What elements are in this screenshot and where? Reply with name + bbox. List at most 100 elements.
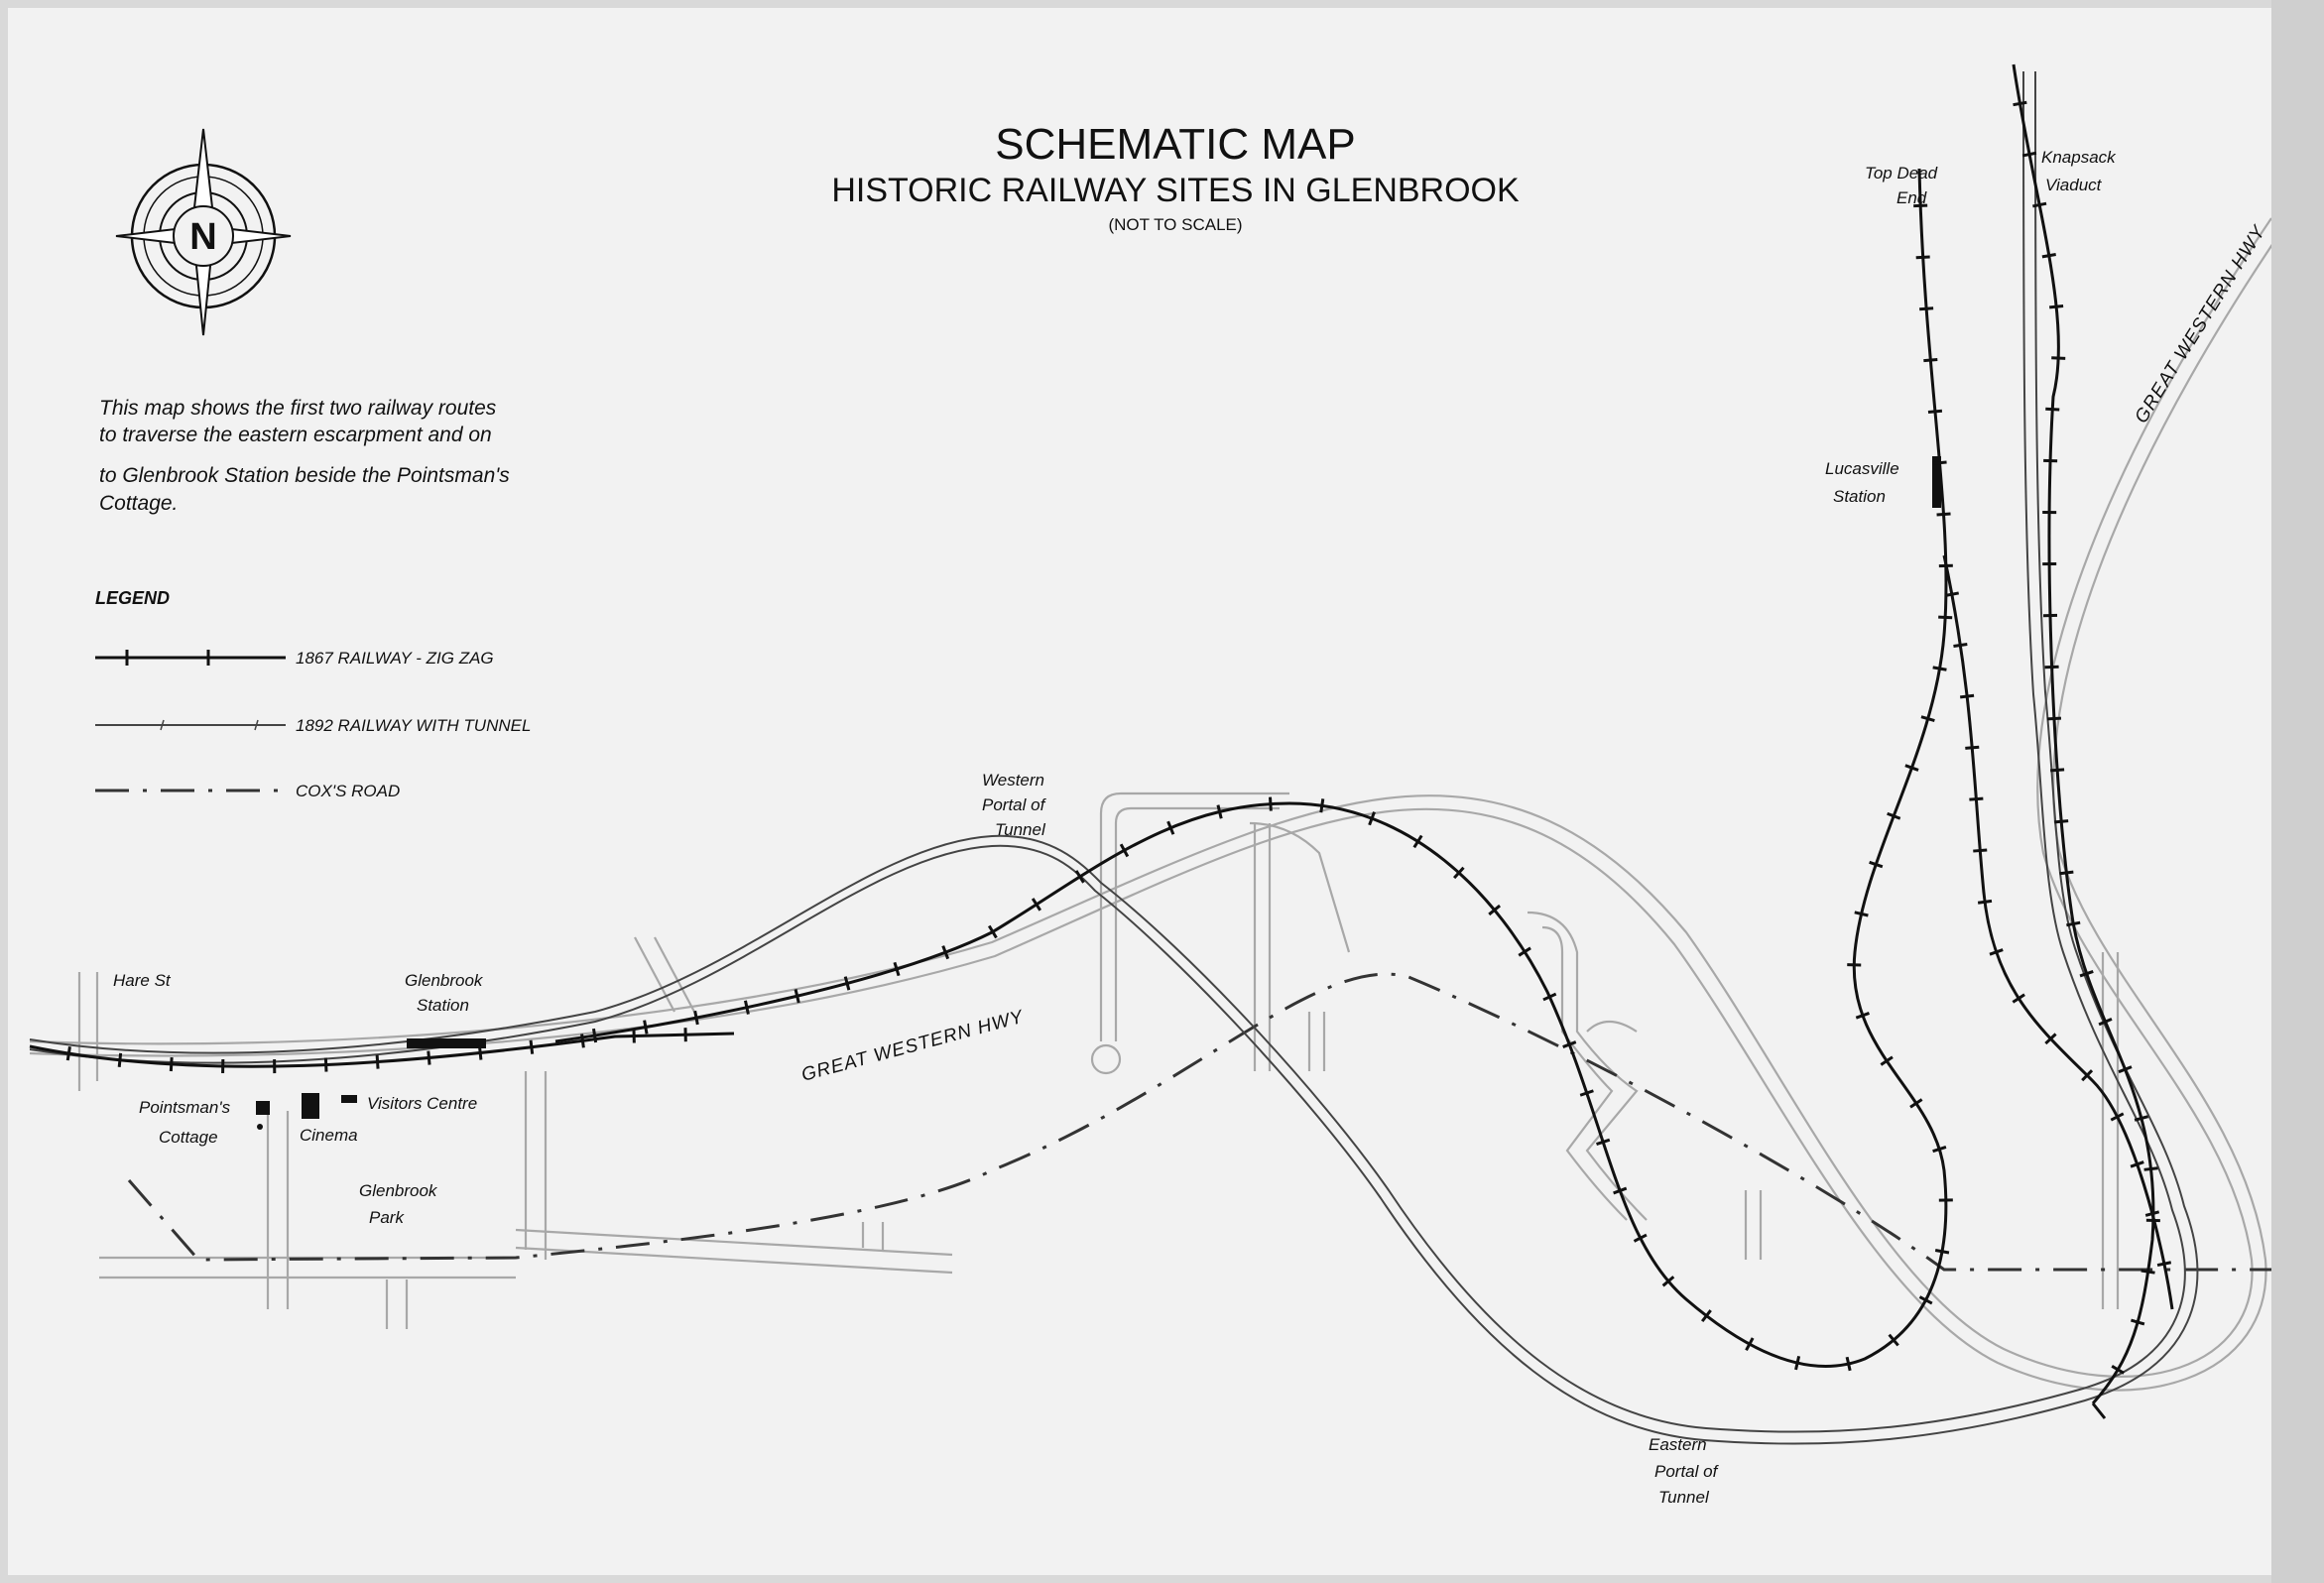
label-hare-st: Hare St	[113, 971, 172, 990]
rail-tie	[1488, 904, 1502, 916]
rail-tie	[1700, 1309, 1712, 1323]
intro-line: Cottage.	[99, 492, 178, 515]
rail-tie	[2054, 819, 2069, 824]
scale-note: (NOT TO SCALE)	[1108, 215, 1242, 234]
rail-tie	[1913, 203, 1928, 208]
compass-letter: N	[189, 216, 216, 258]
rail-tie	[1216, 804, 1223, 819]
rail-tie	[1633, 1233, 1648, 1243]
rail-tie	[2032, 201, 2047, 208]
rail-tie	[1888, 1333, 1899, 1347]
label-eastern-portal: Eastern	[1649, 1435, 1707, 1454]
label-knapsack-viaduct: Knapsack	[2041, 148, 2117, 167]
rail-tie	[794, 989, 800, 1004]
rail-tie	[2066, 920, 2081, 927]
label-eastern-portal: Portal of	[1654, 1462, 1720, 1481]
rail-tie	[2050, 768, 2065, 773]
rail-tie	[1613, 1186, 1628, 1195]
rail-tie	[1920, 715, 1935, 723]
rail-tie	[169, 1056, 174, 1072]
rail-tie	[1977, 899, 1993, 905]
rail-tie	[2079, 970, 2094, 978]
rail-tie	[1989, 948, 2004, 956]
rail-tie	[1031, 898, 1041, 912]
rail-tie	[1845, 1356, 1852, 1372]
label-western-portal: Western	[982, 771, 1044, 790]
pointsmans-cottage-building	[256, 1101, 270, 1115]
rail-tie	[117, 1052, 123, 1067]
rail-tie	[2045, 407, 2060, 412]
legend: LEGEND 1867 RAILWAY - ZIG ZAG 1892 RAILW…	[95, 588, 531, 800]
rail-tie	[2134, 1115, 2149, 1122]
rail-tie	[1969, 796, 1984, 801]
rail-tie	[375, 1054, 380, 1069]
rail-tie	[2098, 1018, 2113, 1027]
rail-tie	[1953, 642, 1968, 649]
rail-tie	[2012, 993, 2025, 1004]
rail-tie	[1960, 693, 1975, 699]
rail-tie	[1934, 1249, 1950, 1255]
lucasville-platform	[1932, 456, 1941, 508]
rail-tie	[1074, 870, 1085, 884]
intro-line: to Glenbrook Station beside the Pointsma…	[99, 464, 510, 487]
rail-tie	[1452, 866, 1465, 880]
label-glenbrook-park: Glenbrook	[359, 1181, 438, 1200]
rail-tie	[1745, 1337, 1755, 1352]
rail-tie	[1938, 615, 1953, 620]
rail-tie	[1923, 357, 1938, 363]
rail-tie	[2110, 1112, 2125, 1122]
rail-tie	[941, 945, 950, 960]
rail-tie	[2118, 1065, 2133, 1074]
rail-tie	[693, 1010, 699, 1026]
rail-tie	[427, 1050, 431, 1065]
rail-tie	[2051, 356, 2066, 360]
rail-tie	[1936, 512, 1951, 517]
rail-tie	[1909, 1098, 1923, 1109]
label-pointsmans-cottage: Pointsman's	[139, 1098, 231, 1117]
rail-tie	[1919, 306, 1934, 311]
label-top-dead-end: Top Dead	[1865, 164, 1938, 183]
rail-tie	[1368, 811, 1376, 826]
rail-tie	[1932, 1145, 1947, 1154]
rail-tie	[2046, 716, 2062, 721]
rail-tie	[1880, 1055, 1894, 1066]
railway-1867	[29, 63, 2174, 1419]
rail-tie	[1166, 820, 1175, 835]
rail-tie	[1268, 796, 1273, 811]
label-western-portal: Tunnel	[995, 820, 1046, 839]
rail-tie	[1794, 1355, 1801, 1371]
map-title: SCHEMATIC MAP	[995, 120, 1355, 169]
buildings	[256, 1093, 357, 1130]
rail-tie	[1915, 255, 1930, 260]
intro-text: This map shows the first two railway rou…	[99, 397, 510, 515]
intro-line: This map shows the first two railway rou…	[99, 397, 497, 420]
rail-tie	[1918, 1295, 1933, 1305]
rail-tie	[2144, 1210, 2160, 1217]
cinema-building	[302, 1093, 319, 1119]
rail-tie	[893, 961, 901, 977]
label-top-dead-end: End	[1896, 188, 1927, 207]
rail-tie	[477, 1045, 483, 1060]
rail-tie	[1932, 666, 1947, 671]
intro-line: to traverse the eastern escarpment and o…	[99, 424, 492, 446]
label-glenbrook-station: Station	[417, 996, 469, 1015]
rail-tie	[591, 1028, 598, 1043]
label-glenbrook-station: Glenbrook	[405, 971, 484, 990]
railway-1892	[29, 70, 2199, 1445]
rail-tie	[65, 1045, 71, 1061]
label-knapsack-viaduct: Viaduct	[2045, 176, 2103, 194]
rail-tie	[1119, 843, 1130, 858]
rail-tie	[743, 1000, 750, 1015]
rail-tie	[1579, 1089, 1594, 1097]
rail-tie	[2044, 1033, 2057, 1045]
rail-tie	[2081, 1069, 2094, 1082]
label-lucasville-station: Lucasville	[1825, 459, 1899, 478]
rail-tie	[1927, 409, 1943, 414]
rail-tie	[2143, 1166, 2158, 1171]
rail-tie	[1887, 811, 1901, 820]
rail-tie	[2111, 1365, 2125, 1375]
rail-tie	[843, 976, 851, 991]
map-subtitle: HISTORIC RAILWAY SITES IN GLENBROOK	[831, 172, 1520, 209]
rail-tie	[1562, 1040, 1577, 1048]
